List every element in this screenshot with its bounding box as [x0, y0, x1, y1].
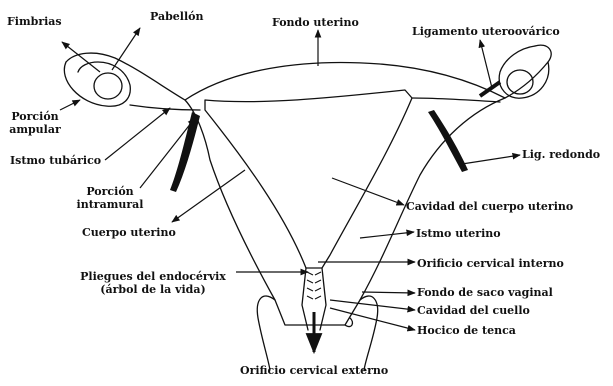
label-porcion-intramural: Porción intramural — [74, 185, 146, 211]
arrow-lig-redondo — [461, 152, 521, 165]
label-porcion-ampular-line2: ampular — [9, 123, 61, 136]
right-tube-lower — [411, 97, 501, 103]
uterine-cavity — [204, 89, 413, 269]
right-tube-upper — [504, 44, 552, 99]
label-orificio-cervical-externo: Orificio cervical externo — [240, 364, 389, 377]
right-fimbria — [498, 45, 550, 99]
left-round-ligament — [170, 112, 200, 192]
left-fimbria — [63, 61, 131, 107]
uterus-outer-contour — [184, 61, 506, 326]
vaginal-wall-right — [359, 295, 379, 371]
label-cavidad-cuello: Cavidad del cuello — [417, 304, 530, 317]
label-fondo-saco-vaginal: Fondo de saco vaginal — [417, 286, 553, 299]
vaginal-wall-left — [256, 295, 276, 371]
arrow-cavidad-cuello — [329, 299, 416, 313]
right-ovary — [506, 69, 534, 95]
label-fondo-uterino: Fondo uterino — [272, 16, 359, 29]
label-lig-redondo: Lig. redondo — [522, 148, 601, 161]
label-istmo-tubarico: Istmo tubárico — [10, 154, 102, 167]
label-porcion-ampular: Porción ampular — [2, 110, 68, 136]
arrow-ligamento — [478, 39, 493, 89]
label-cuerpo-uterino: Cuerpo uterino — [82, 226, 176, 239]
label-orificio-cervical-interno: Orificio cervical interno — [417, 257, 564, 270]
label-cavidad-cuerpo-uterino: Cavidad del cuerpo uterino — [406, 200, 574, 213]
label-hocico-tenca: Hocico de tenca — [417, 324, 516, 337]
left-ovary — [93, 72, 123, 100]
cervical-canal — [319, 267, 327, 331]
label-porcion-ampular-line1: Porción — [11, 110, 59, 123]
endocervix-folds — [306, 271, 322, 300]
arrow-istmo-uterino — [359, 229, 415, 239]
label-ligamento-uteroovarico: Ligamento uteroovárico — [412, 25, 560, 38]
arrow-istmo-tubarico — [104, 107, 171, 161]
arrow-fimbrias — [61, 41, 101, 73]
label-istmo-uterino: Istmo uterino — [416, 227, 501, 240]
arrow-fondo-saco — [361, 289, 416, 297]
arrow-hocico-tenca — [329, 307, 416, 332]
left-tube-upper — [65, 52, 186, 101]
arrow-pabellon — [111, 27, 141, 71]
arrow-cavidad-cuerpo — [331, 177, 405, 206]
arrow-porcion-intramural — [139, 117, 196, 189]
label-porcion-intramural-line1: Porción — [86, 185, 134, 198]
label-pliegues-endocervix: Pliegues del endocérvix (árbol de la vid… — [72, 270, 234, 296]
cervix-lip — [344, 317, 354, 328]
label-porcion-intramural-line2: intramural — [76, 198, 144, 211]
arrow-porcion-ampular — [59, 99, 81, 111]
label-pliegues-line2: (árbol de la vida) — [100, 283, 206, 296]
label-fimbrias: Fimbrias — [7, 15, 62, 28]
uteroovarian-ligament — [478, 80, 502, 98]
arrow-cuerpo-uterino — [171, 169, 246, 223]
label-pabellon: Pabellón — [150, 10, 204, 23]
right-round-ligament — [428, 110, 468, 172]
label-pliegues-line1: Pliegues del endocérvix — [80, 270, 226, 283]
cervical-canal — [301, 267, 309, 331]
